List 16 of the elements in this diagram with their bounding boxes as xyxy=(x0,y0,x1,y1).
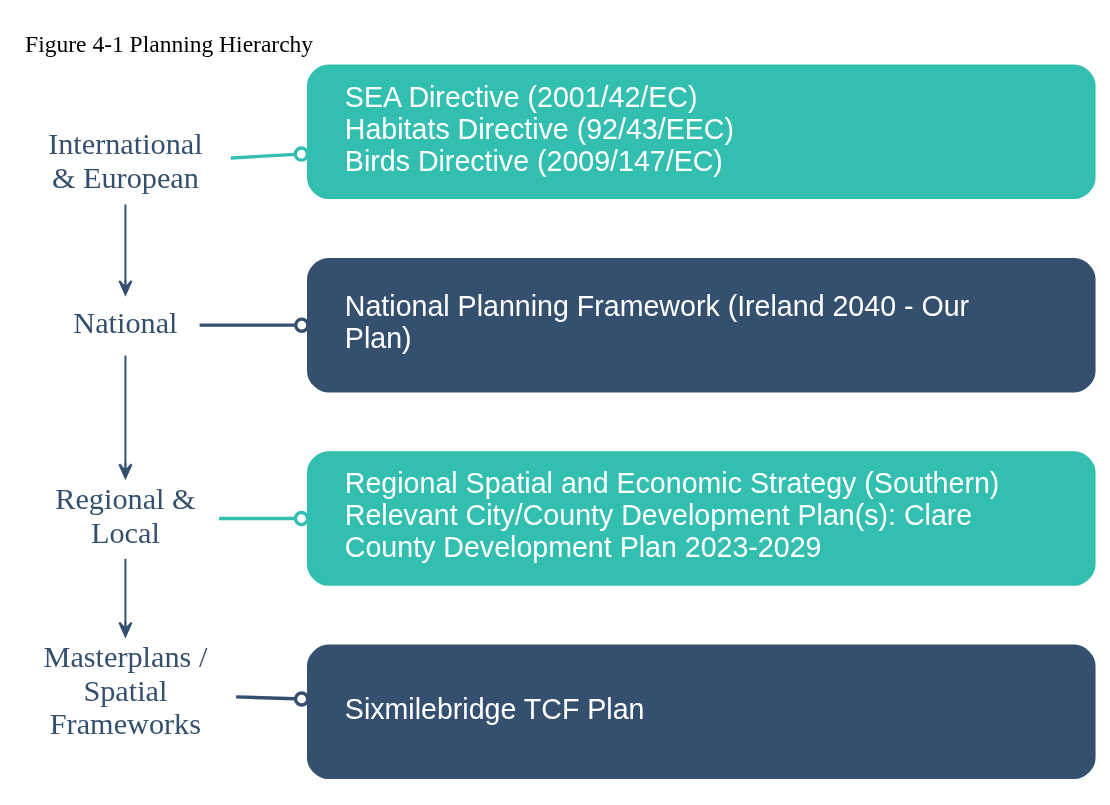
arrow xyxy=(118,355,133,479)
connector xyxy=(199,317,310,333)
diagram-title: Figure 4-1 Planning Hierarchy xyxy=(25,31,314,58)
connector xyxy=(219,510,310,527)
connector xyxy=(230,146,310,162)
node-text: Regional & Local xyxy=(55,482,196,550)
node-text: Masterplans / Spatial Frameworks xyxy=(43,640,208,742)
node-box: SEA Directive (2001/42/EC) Habitats Directive (92/43/EEC) Birds Directive (2009/147/EC) xyxy=(307,64,1096,200)
arrow xyxy=(118,204,133,296)
node-text: National xyxy=(73,305,178,340)
node-box: Sixmilebridge TCF Plan xyxy=(307,644,1096,780)
arrow xyxy=(118,558,133,637)
connector xyxy=(236,691,310,707)
node-box: Regional Spatial and Economic Strategy (Southern) Relevant City/County Development Plan(s): Clare County Development Plan 2023-2029 xyxy=(307,451,1096,586)
node-box: National Planning Framework (Ireland 2040 - Our Plan) xyxy=(307,257,1096,393)
node-text: International & European xyxy=(48,127,203,195)
